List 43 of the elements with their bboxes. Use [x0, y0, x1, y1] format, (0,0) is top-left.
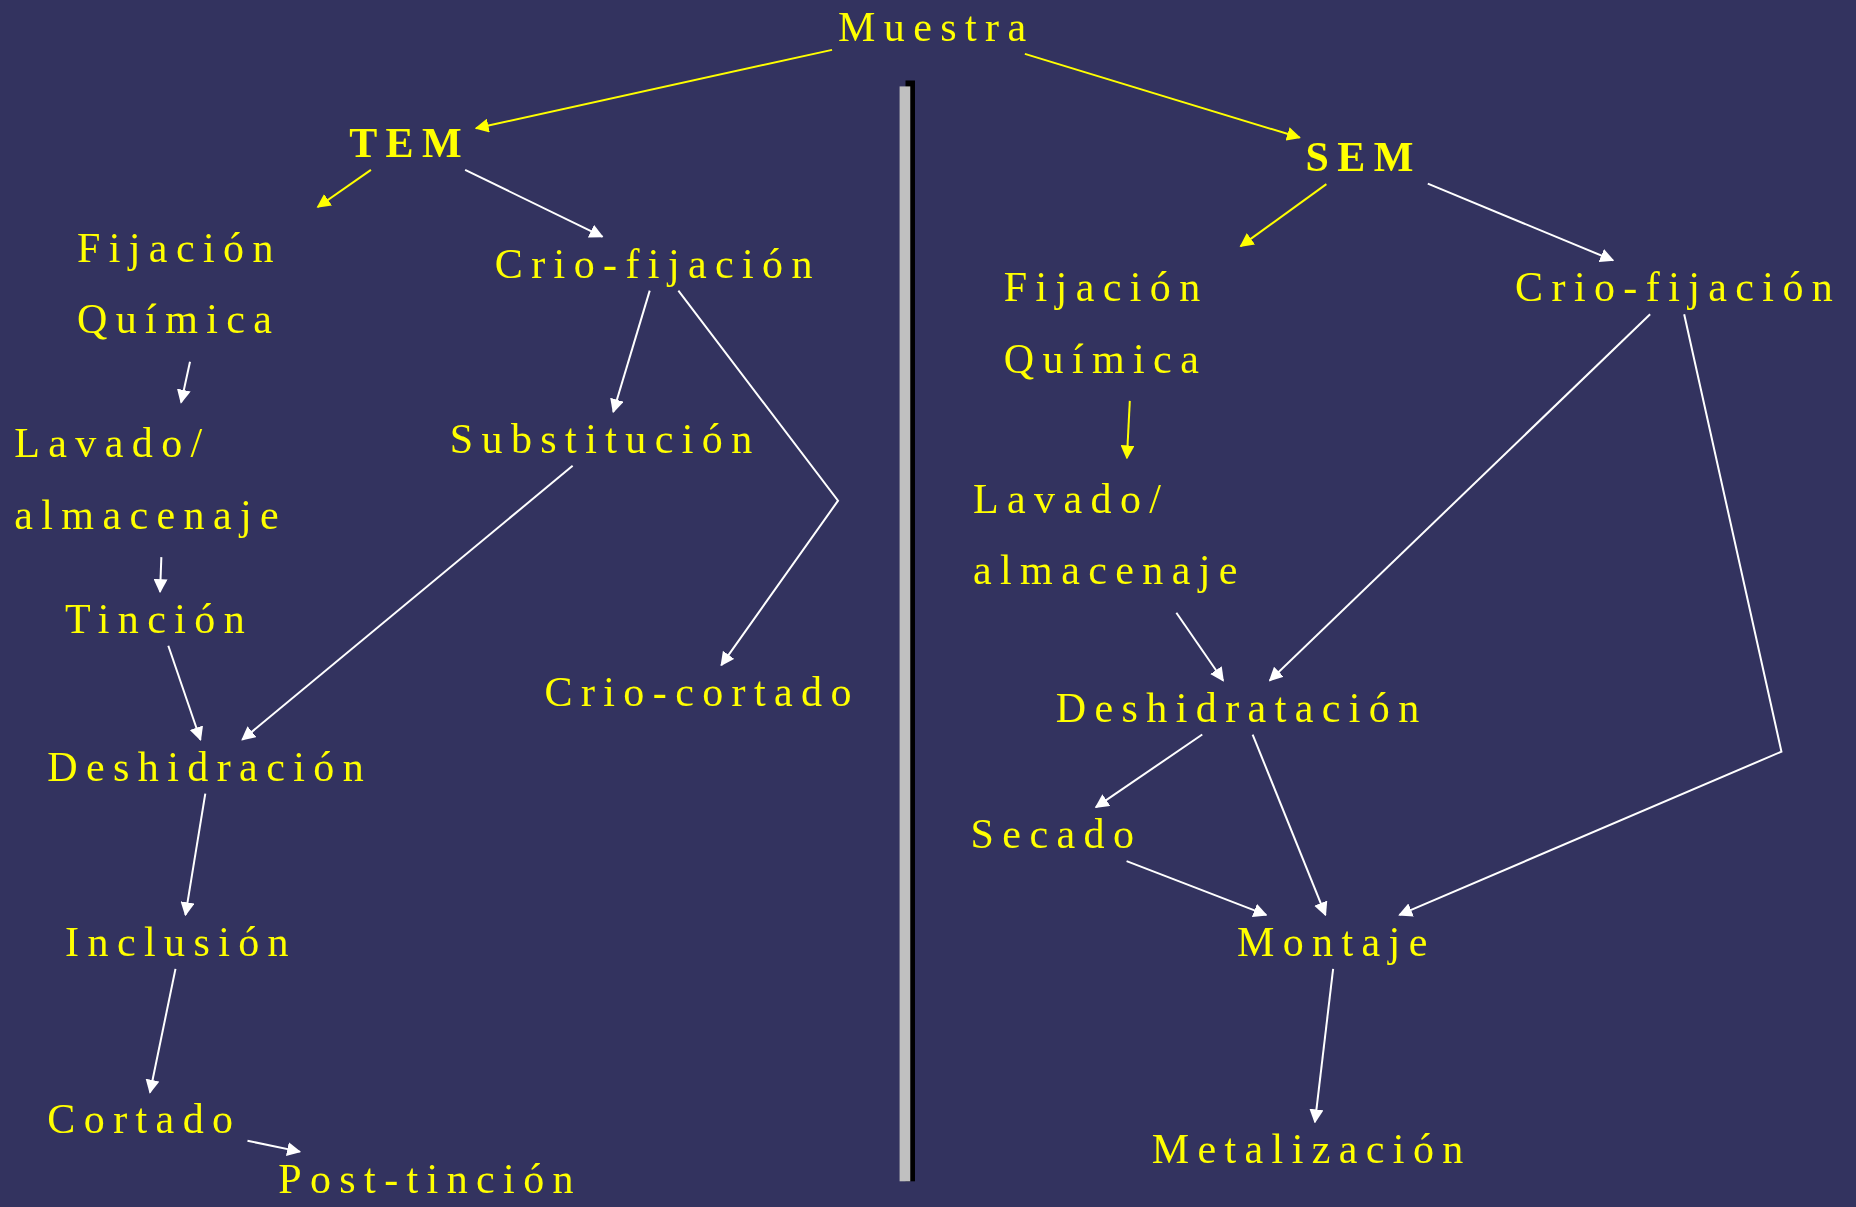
step-label: Crio-fijación: [1515, 266, 1842, 309]
step-label: Post-tinción: [278, 1157, 582, 1200]
arrow: [246, 1139, 302, 1156]
step-label: Fijación Química: [1003, 252, 1264, 395]
step-label: Fijación Química: [76, 213, 337, 356]
arrow: [145, 967, 177, 1094]
arrow: [1309, 967, 1335, 1124]
arrow: [677, 289, 840, 667]
arrow: [1175, 611, 1225, 682]
step-label: TEM: [349, 121, 471, 164]
step-label: Cortado: [47, 1098, 242, 1141]
arrow: [316, 168, 372, 209]
step-label: Inclusión: [65, 920, 297, 963]
arrow: [1094, 733, 1204, 809]
arrow: [1125, 860, 1268, 917]
step-label: Muestra: [838, 5, 1035, 48]
arrow: [1426, 182, 1615, 262]
step-label: Crio-cortado: [544, 671, 860, 714]
step-label: Lavado/ almacenaje: [972, 464, 1273, 607]
step-label: SEM: [1305, 136, 1422, 179]
arrow: [1023, 52, 1301, 141]
arrow: [241, 464, 574, 741]
step-label: Substitución: [449, 417, 761, 460]
step-label: Crio-fijación: [494, 242, 821, 285]
arrow: [177, 360, 191, 404]
arrow: [153, 556, 168, 594]
step-label: Montaje: [1236, 920, 1436, 963]
arrow: [1120, 399, 1135, 460]
arrow: [610, 289, 651, 414]
arrow: [1268, 313, 1652, 682]
step-label: Metalización: [1151, 1128, 1472, 1171]
step-label: Deshidratación: [1055, 686, 1428, 729]
step-label: Deshidración: [47, 745, 373, 788]
arrow: [474, 48, 834, 133]
arrow: [1239, 183, 1328, 248]
arrow: [1398, 313, 1783, 917]
arrow: [464, 168, 604, 238]
step-label: Lavado/ almacenaje: [14, 408, 315, 552]
arrow: [167, 644, 203, 742]
arrow: [1251, 733, 1328, 917]
arrow: [180, 792, 207, 917]
step-label: Tinción: [65, 597, 254, 640]
step-label: Secado: [970, 813, 1143, 856]
